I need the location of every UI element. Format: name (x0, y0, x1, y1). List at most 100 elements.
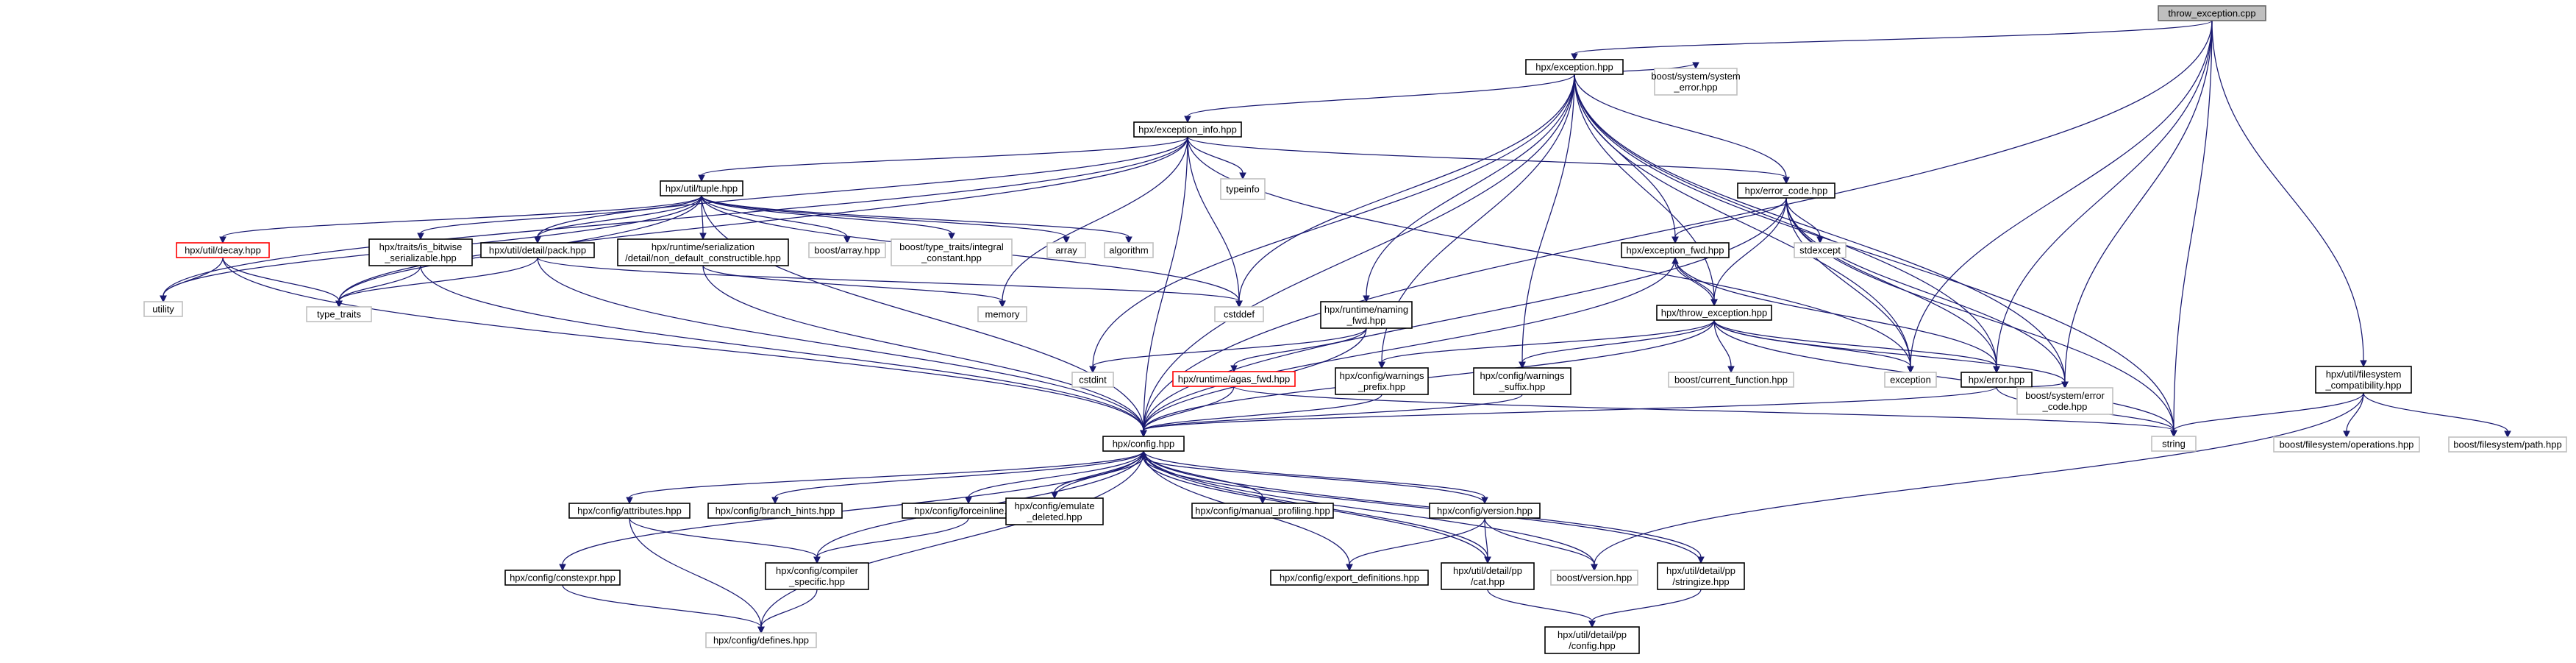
graph-node-config-version[interactable]: hpx/config/version.hpp (1429, 503, 1541, 519)
node-label: hpx/config/emulate (1014, 500, 1094, 511)
node-box (1071, 372, 1114, 388)
graph-node-exception-fwd[interactable]: hpx/exception_fwd.hpp (1621, 242, 1730, 258)
node-label: boost/system/error (2025, 390, 2105, 401)
include-edge (1484, 517, 1598, 572)
node-box (1172, 371, 1296, 387)
node-label: hpx/config/attributes.hpp (577, 506, 682, 517)
node-label: hpx/error_code.hpp (1745, 185, 1828, 196)
node-label: hpx/util/detail/pp (1558, 629, 1627, 640)
graph-node-filesystem-compat[interactable]: hpx/util/filesystem_compatibility.hpp (2315, 366, 2412, 394)
include-edge (562, 584, 765, 634)
node-label: hpx/config/version.hpp (1437, 506, 1533, 517)
node-box (2448, 436, 2567, 453)
graph-node-attributes[interactable]: hpx/config/attributes.hpp (568, 503, 691, 519)
node-box (1473, 367, 1571, 395)
include-edge (701, 195, 1147, 438)
graph-node-agas-fwd[interactable]: hpx/runtime/agas_fwd.hpp (1172, 371, 1296, 387)
graph-node-constexpr[interactable]: hpx/config/constexpr.hpp (504, 570, 621, 586)
include-edge (335, 257, 538, 308)
node-box (480, 242, 595, 258)
node-label: hpx/util/decay.hpp (185, 245, 261, 256)
include-edge (1187, 136, 1790, 185)
node-box (2016, 387, 2113, 415)
graph-node-exception-hpp[interactable]: hpx/exception.hpp (1525, 59, 1624, 75)
include-edge (771, 450, 1144, 505)
node-label: hpx/util/tuple.hpp (666, 183, 738, 194)
node-label: /detail/non_default_constructible.hpp (625, 252, 781, 263)
include-edge (1571, 20, 2213, 61)
node-label: stdexcept (1799, 245, 1841, 256)
include-edge (1713, 319, 1735, 374)
node-label: _fwd.hpp (1346, 315, 1386, 326)
graph-node-decay[interactable]: hpx/util/decay.hpp (176, 242, 270, 258)
graph-node-non-default[interactable]: hpx/runtime/serialization/detail/non_def… (617, 238, 789, 266)
graph-root-node[interactable]: throw_exception.cpp (2158, 5, 2266, 21)
include-edge (1574, 74, 2069, 389)
node-box (1654, 68, 1738, 96)
node-label: hpx/util/detail/pp (1666, 565, 1735, 576)
include-edge (2170, 20, 2213, 438)
graph-node-compiler-specific[interactable]: hpx/config/compiler_specific.hpp (765, 562, 869, 590)
graph-node-error-code[interactable]: hpx/error_code.hpp (1737, 182, 1835, 199)
graph-node-emulate-deleted[interactable]: hpx/config/emulate_deleted.hpp (1005, 497, 1104, 525)
include-edge (1519, 319, 1715, 369)
graph-node-boost-version: boost/version.hpp (1550, 570, 1638, 586)
include-edge (1785, 197, 1914, 374)
node-box (2273, 436, 2420, 453)
graph-node-config[interactable]: hpx/config.hpp (1102, 436, 1185, 452)
node-label: algorithm (1109, 245, 1148, 256)
include-edge (1574, 74, 2000, 374)
graph-node-naming-fwd[interactable]: hpx/runtime/naming_fwd.hpp (1320, 301, 1413, 329)
graph-node-error-hpp[interactable]: hpx/error.hpp (1960, 372, 2033, 388)
node-label: hpx/config/warnings (1340, 370, 1424, 381)
node-box (2151, 436, 2197, 452)
node-label: cstddef (1224, 309, 1255, 320)
include-edge (1671, 256, 1715, 306)
node-label: boost/current_function.hpp (1674, 375, 1788, 386)
include-edge (701, 195, 851, 244)
graph-node-manual-profiling[interactable]: hpx/config/manual_profiling.hpp (1191, 503, 1334, 519)
node-label: type_traits (317, 309, 361, 320)
node-label: _constant.hpp (921, 252, 982, 263)
graph-node-pp-config[interactable]: hpx/util/detail/pp/config.hpp (1544, 626, 1640, 654)
node-label: hpx/config/warnings (1480, 370, 1565, 381)
include-edge (1143, 450, 1488, 505)
graph-node-warnings-prefix[interactable]: hpx/config/warnings_prefix.hpp (1335, 367, 1429, 395)
graph-node-throw-exception[interactable]: hpx/throw_exception.hpp (1656, 305, 1772, 321)
node-box (1046, 242, 1086, 258)
node-label: boost/filesystem/operations.hpp (2280, 439, 2414, 450)
graph-node-export-definitions[interactable]: hpx/config/export_definitions.hpp (1270, 570, 1429, 586)
graph-node-current-function: boost/current_function.hpp (1668, 372, 1794, 388)
graph-node-is-bitwise[interactable]: hpx/traits/is_bitwise_serializable.hpp (368, 238, 473, 266)
graph-node-cstddef: cstddef (1214, 306, 1264, 322)
node-box (1220, 178, 1266, 200)
include-edge (2061, 20, 2213, 389)
include-edge (701, 195, 955, 241)
node-label: typeinfo (1226, 184, 1260, 195)
graph-node-tuple[interactable]: hpx/util/tuple.hpp (660, 180, 743, 196)
graph-node-exception-info[interactable]: hpx/exception_info.hpp (1133, 121, 1242, 138)
node-label: /config.hpp (1569, 640, 1616, 651)
graph-node-forceinline[interactable]: hpx/config/forceinline.hpp (902, 503, 1035, 519)
graph-node-pp-stringize[interactable]: hpx/util/detail/pp/stringize.hpp (1657, 562, 1745, 590)
node-box (504, 570, 621, 586)
graph-node-pack[interactable]: hpx/util/detail/pack.hpp (480, 242, 595, 258)
include-edge (1713, 319, 1914, 374)
graph-node-branch-hints[interactable]: hpx/config/branch_hints.hpp (707, 503, 843, 519)
node-label: _code.hpp (2042, 401, 2088, 412)
graph-node-memory: memory (977, 306, 1027, 322)
node-label: hpx/util/detail/pp (1453, 565, 1522, 576)
node-label: boost/system/system (1651, 71, 1740, 82)
node-box (891, 238, 1013, 266)
include-edge (160, 136, 1188, 303)
include-edge (1907, 20, 2213, 374)
graph-node-warnings-suffix[interactable]: hpx/config/warnings_suffix.hpp (1473, 367, 1571, 395)
graph-node-pp-cat[interactable]: hpx/util/detail/pp/cat.hpp (1441, 562, 1535, 590)
include-edge (629, 517, 765, 634)
include-edge (1140, 394, 1523, 438)
node-box (1656, 305, 1772, 321)
node-label: array (1055, 245, 1077, 256)
node-box (1960, 372, 2033, 388)
include-edge (1574, 74, 1914, 374)
node-label: hpx/exception_fwd.hpp (1627, 245, 1724, 256)
